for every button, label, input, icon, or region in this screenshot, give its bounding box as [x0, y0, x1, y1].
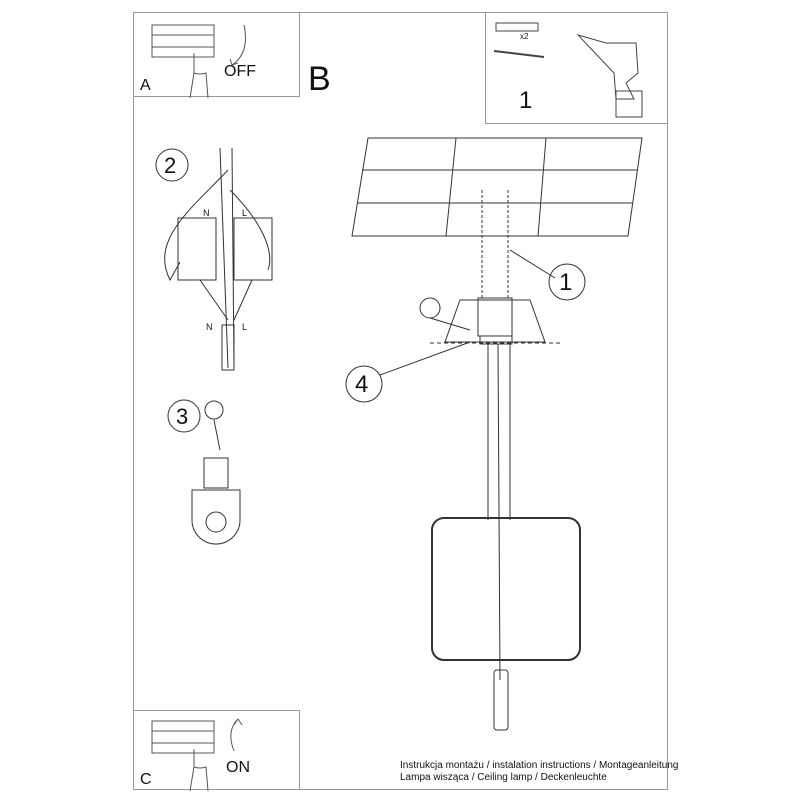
drill-icon	[576, 34, 639, 100]
ground-symbol-icon	[419, 297, 441, 319]
arrow-up-icon	[230, 718, 243, 752]
panel-c-letter: C	[140, 771, 152, 788]
canopy-illustration	[430, 297, 560, 345]
footer-line-2: Lampa wisząca / Ceiling lamp / Deckenleu…	[400, 772, 607, 783]
step-1-number: 1	[519, 87, 533, 114]
circuit-breaker-icon	[151, 718, 243, 791]
lamp-frame-illustration	[431, 517, 581, 661]
step-1-main-number: 1	[559, 269, 573, 296]
footer-line-1: Instrukcja montażu / instalation instruc…	[400, 760, 679, 771]
wire-neutral-bottom: N	[206, 322, 213, 332]
screw-icon	[493, 50, 545, 58]
wiring-illustration	[164, 147, 273, 371]
wire-neutral-top: N	[203, 208, 210, 218]
parts-quantity: x2	[520, 32, 529, 41]
panel-c-action: ON	[226, 759, 250, 776]
panel-b-letter: B	[308, 60, 331, 98]
step-4-number: 4	[355, 371, 369, 398]
step-3-number: 3	[176, 404, 189, 429]
instruction-sheet-frame	[133, 12, 668, 790]
circuit-breaker-icon	[151, 24, 246, 98]
panel-1-tools: x2 1	[485, 12, 668, 124]
wire-live-bottom: L	[242, 322, 248, 332]
footer-caption: Instrukcja montażu / instalation instruc…	[400, 760, 679, 784]
step-2-number: 2	[164, 153, 177, 178]
panel-a-letter: A	[140, 77, 151, 94]
ceiling-illustration	[351, 137, 643, 237]
panel-a-switch-off: A OFF	[133, 12, 300, 98]
panel-c-switch-on: C ON	[133, 710, 300, 791]
panel-a-action: OFF	[224, 63, 256, 80]
pendant-tube-illustration	[493, 669, 509, 731]
tools-illustration	[493, 22, 643, 118]
arrow-down-icon	[229, 24, 246, 66]
ground-terminal-illustration	[191, 400, 241, 545]
wall-plug-icon	[495, 22, 539, 32]
wire-live-top: L	[242, 208, 248, 218]
